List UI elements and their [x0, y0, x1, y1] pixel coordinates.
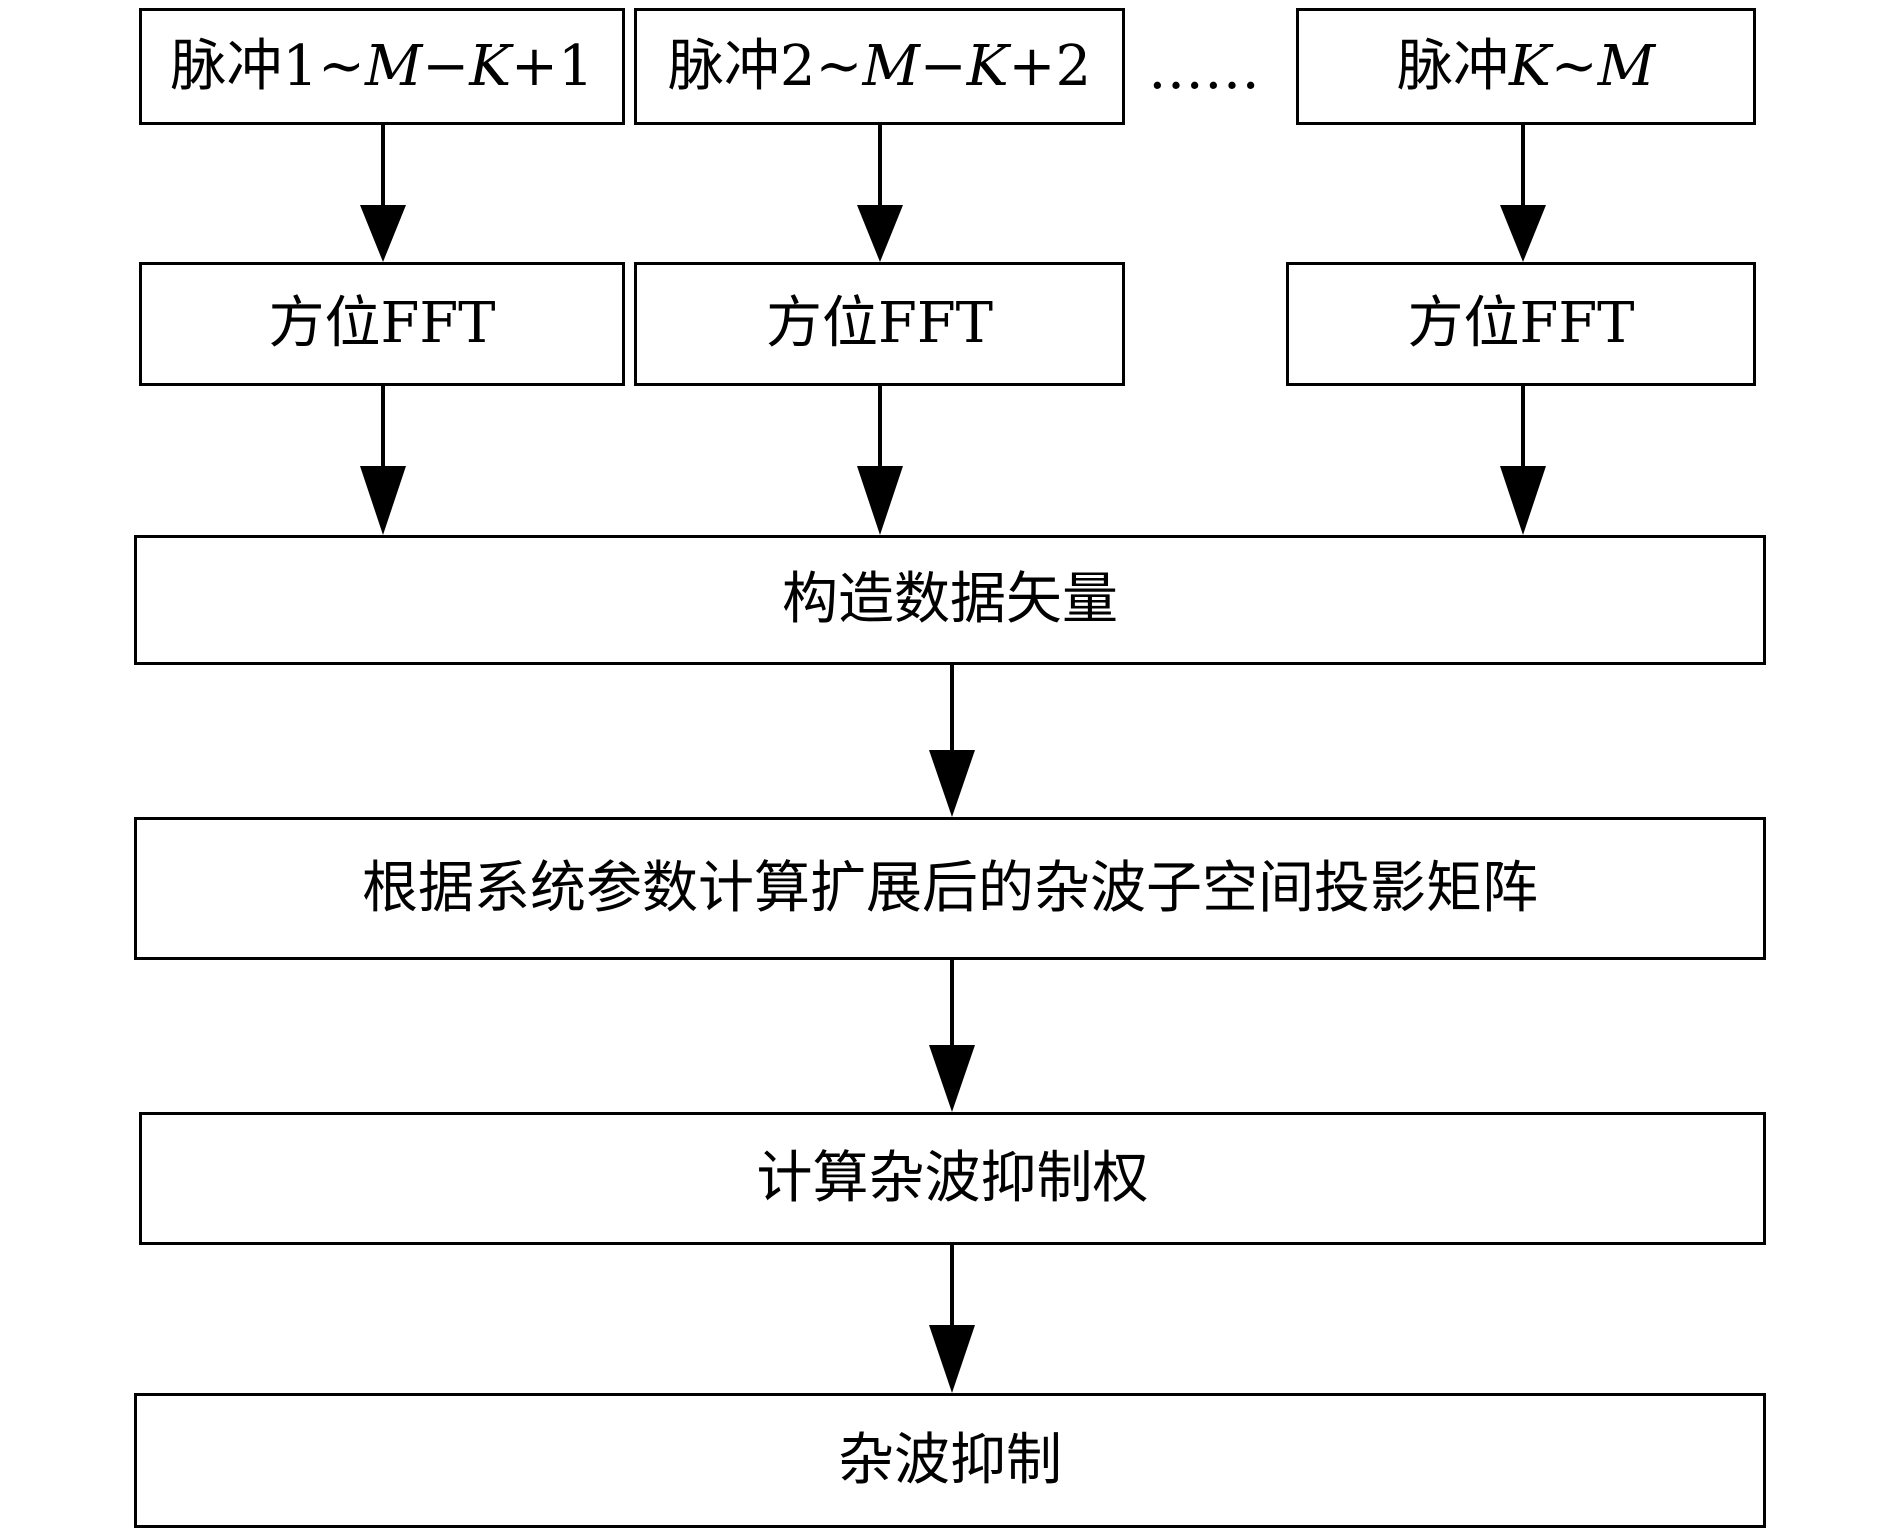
arrowhead [929, 750, 975, 817]
var-k: K [469, 33, 512, 99]
pulse-1-prefix: 脉冲1~ [170, 33, 365, 99]
fft-label-2: 方位FFT [765, 291, 994, 356]
fft-box-2: 方位FFT [634, 262, 1125, 386]
pulse-2-suffix: +2 [1008, 33, 1092, 99]
pulse-1-suffix: +1 [511, 33, 594, 99]
suppression-weights-label: 计算杂波抑制权 [756, 1145, 1149, 1211]
pulse-box-1: 脉冲1~M−K+1 [139, 8, 625, 125]
clutter-suppression-box: 杂波抑制 [134, 1393, 1766, 1528]
projection-matrix-box: 根据系统参数计算扩展后的杂波子空间投影矩阵 [134, 817, 1766, 960]
pulse-2-prefix: 脉冲2~ [667, 33, 863, 99]
var-k: K [966, 33, 1009, 99]
arrowhead [857, 466, 903, 535]
suppression-weights-box: 计算杂波抑制权 [139, 1112, 1766, 1245]
arrowhead [360, 466, 406, 535]
tilde-sign: ~ [1550, 33, 1598, 99]
pulse-box-3: 脉冲K~M [1296, 8, 1756, 125]
arrowhead [929, 1045, 975, 1112]
fft-label-3: 方位FFT [1407, 291, 1635, 356]
clutter-suppression-label: 杂波抑制 [838, 1427, 1062, 1493]
construct-vector-label: 构造数据矢量 [782, 567, 1118, 632]
fft-label-1: 方位FFT [268, 291, 496, 356]
fft-box-1: 方位FFT [139, 262, 625, 386]
construct-vector-box: 构造数据矢量 [134, 535, 1766, 665]
arrowhead [360, 205, 406, 262]
var-k: K [1508, 33, 1551, 99]
var-m: M [1597, 33, 1656, 99]
arrowhead [1500, 205, 1546, 262]
var-m: M [364, 33, 423, 99]
minus-sign: − [919, 33, 967, 99]
arrowhead [857, 205, 903, 262]
pulse-3-prefix: 脉冲 [1396, 33, 1509, 99]
var-m: M [862, 33, 920, 99]
minus-sign: − [422, 33, 470, 99]
fft-box-3: 方位FFT [1286, 262, 1756, 386]
ellipsis: …… [1148, 37, 1260, 102]
arrowhead [1500, 466, 1546, 535]
pulse-label-2: 脉冲2~M−K+2 [668, 38, 1091, 95]
pulse-box-2: 脉冲2~M−K+2 [634, 8, 1125, 125]
arrowhead [929, 1325, 975, 1393]
projection-matrix-label: 根据系统参数计算扩展后的杂波子空间投影矩阵 [362, 855, 1538, 921]
pulse-label-1: 脉冲1~M−K+1 [170, 38, 593, 95]
pulse-label-3: 脉冲K~M [1397, 38, 1655, 95]
